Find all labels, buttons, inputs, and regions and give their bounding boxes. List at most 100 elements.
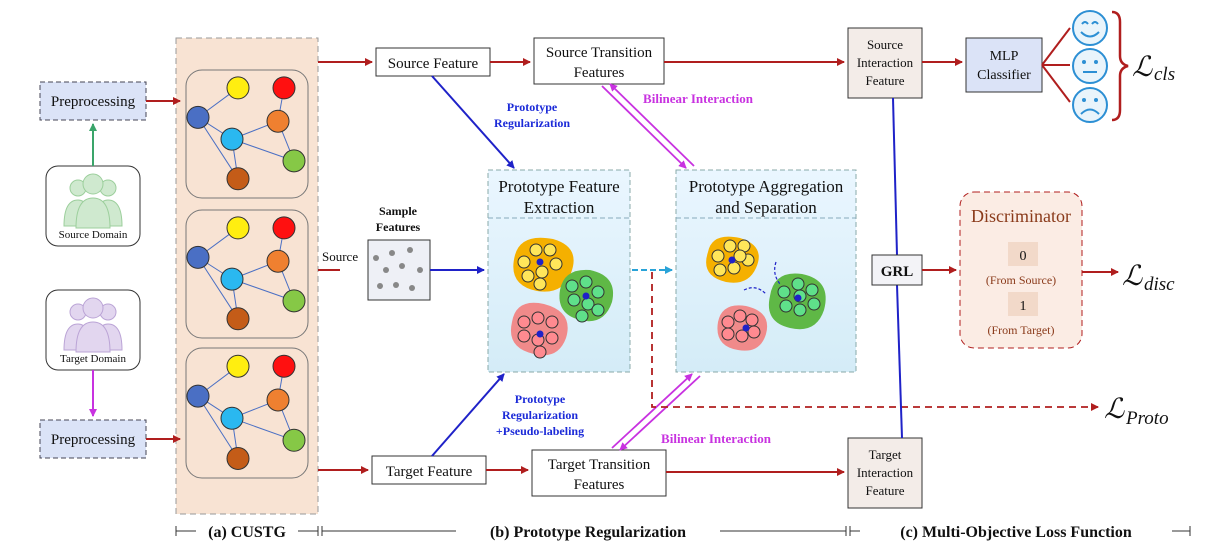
footer-rules: [175, 526, 1191, 536]
cluster-point: [721, 315, 735, 329]
arrow-bilinear-top-down: [601, 85, 687, 169]
discriminator-box: [959, 191, 1083, 349]
discriminator-title: Discriminator: [971, 206, 1071, 226]
arrow-proto-reg-top: [431, 75, 515, 169]
cluster-point: [745, 313, 759, 327]
arrow-proto-reg-bottom: [431, 373, 505, 457]
graph-node: [226, 167, 250, 191]
source-transition-line2: Features: [574, 65, 625, 81]
target-interaction-line3: Feature: [866, 483, 905, 498]
disc-0-value: 0: [1020, 249, 1027, 264]
graph-card: [185, 347, 309, 479]
prototype-center: [794, 294, 802, 302]
cluster-point: [529, 243, 543, 257]
cluster-point: [565, 279, 579, 293]
preprocessing-bottom-box: [39, 419, 147, 459]
cluster-point: [713, 263, 727, 277]
graph-node: [282, 149, 306, 173]
footer-a: (a) CUSTG: [208, 524, 286, 541]
graph-node: [282, 289, 306, 313]
separation-dash-1: [743, 287, 767, 295]
mlp-line2: Classifier: [977, 68, 1031, 83]
arrow-loss-proto: [651, 272, 1099, 411]
graph-node: [186, 105, 210, 129]
footer-b: (b) Prototype Regularization: [490, 524, 686, 541]
target-transition-line1: Target Transition: [548, 457, 651, 473]
classifier-bracket: [1111, 10, 1129, 122]
graph-edge: [197, 257, 239, 320]
preprocessing-top-box: [39, 81, 147, 121]
disc-1-box: [1008, 292, 1038, 316]
target-domain-label: Target Domain: [60, 353, 126, 365]
graph-node: [272, 216, 296, 240]
cluster-point: [517, 255, 531, 269]
disc-1-value: 1: [1020, 299, 1027, 314]
target-interaction-line2: Interaction: [857, 465, 914, 480]
cluster-point: [805, 283, 819, 297]
cluster-point: [579, 275, 593, 289]
graph-edge: [197, 395, 239, 459]
graph-node: [266, 388, 290, 412]
target-transition-line2: Features: [574, 477, 625, 493]
graph-node: [226, 307, 250, 331]
graph-node: [226, 354, 250, 378]
cluster-point: [777, 285, 791, 299]
fan-line-1: [1041, 27, 1071, 66]
smile-icon: [1072, 10, 1108, 46]
proto-reg-top-line2: Regularization: [494, 116, 570, 130]
cluster-point: [733, 249, 747, 263]
proto-extraction-title1: Prototype Feature: [498, 177, 619, 196]
preprocessing-top-label: Preprocessing: [51, 94, 136, 110]
loss-proto-sub: Proto: [1125, 408, 1169, 429]
separation-dash-2: [774, 261, 781, 285]
cluster-point: [567, 293, 581, 307]
cluster-point: [575, 309, 589, 323]
prototype-center: [742, 324, 750, 332]
arrow-bilinear-bottom-up: [611, 373, 693, 449]
cluster-point: [779, 299, 793, 313]
prototype-center: [536, 258, 544, 266]
cluster-point: [591, 303, 605, 317]
cluster-point: [517, 329, 531, 343]
graph-node: [220, 406, 244, 430]
graph-node: [186, 245, 210, 269]
bilinear-bottom-label: Bilinear Interaction: [661, 431, 772, 446]
cluster-point: [791, 277, 805, 291]
cluster-point: [543, 243, 557, 257]
extraction-clusters: [510, 237, 614, 359]
proto-reg-bottom-line1: Prototype: [515, 392, 566, 406]
line-source-grl: [892, 97, 898, 256]
cluster-point: [723, 239, 737, 253]
preprocessing-bottom-label: Preprocessing: [51, 432, 136, 448]
graph-node: [220, 267, 244, 291]
graph-node: [226, 216, 250, 240]
cluster-point: [591, 285, 605, 299]
cluster-point: [549, 257, 563, 271]
loss-disc-sub: disc: [1144, 274, 1175, 295]
footer-c: (c) Multi-Objective Loss Function: [900, 524, 1132, 541]
source-transition-box: [533, 37, 665, 85]
source-transition-line1: Source Transition: [546, 45, 653, 61]
loss-cls-sub: cls: [1154, 64, 1175, 85]
proto-aggregation-title2: and Separation: [715, 198, 817, 217]
cluster-point: [531, 311, 545, 325]
cluster-point: [517, 315, 531, 329]
mlp-box: [965, 37, 1043, 93]
graph-node: [272, 354, 296, 378]
sad-icon: [1072, 87, 1108, 123]
source-interaction-line3: Feature: [866, 73, 905, 88]
proto-reg-bottom-line2: Regularization: [502, 408, 578, 422]
sample-features-line2: Features: [376, 220, 421, 234]
graph-node: [272, 76, 296, 100]
cluster-point: [533, 277, 547, 291]
cluster-point: [721, 327, 735, 341]
proto-reg-top-line1: Prototype: [507, 100, 558, 114]
grl-label: GRL: [881, 264, 914, 280]
disc-0-box: [1008, 242, 1038, 266]
prototype-center: [536, 330, 544, 338]
cluster-point: [521, 269, 535, 283]
cluster-point: [807, 297, 821, 311]
graph-edge: [197, 117, 239, 180]
sample-points: [373, 247, 423, 291]
